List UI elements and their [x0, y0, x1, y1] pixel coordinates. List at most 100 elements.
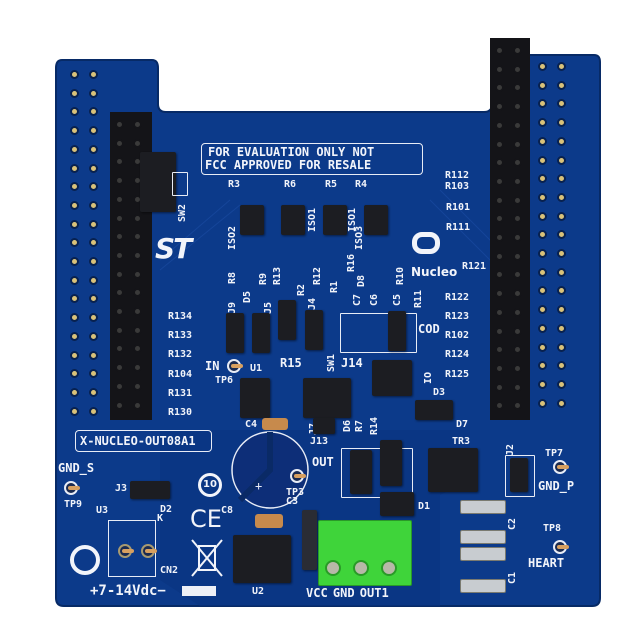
- u2-chip: [233, 535, 291, 583]
- header-pin: [70, 144, 79, 154]
- header-pin: [557, 62, 566, 71]
- header-pin: [89, 387, 98, 397]
- label-r121: R121: [462, 261, 487, 272]
- header-pin: [89, 238, 98, 248]
- header-pin: [557, 286, 566, 296]
- output-terminal-block[interactable]: [318, 520, 412, 586]
- label-r14: R14: [369, 416, 380, 435]
- jumper-j13-b[interactable]: [380, 440, 402, 486]
- label-iso2: ISO2: [227, 225, 238, 250]
- header-pin: [538, 62, 547, 71]
- header-socket: [115, 381, 124, 391]
- label-d3: D3: [433, 387, 446, 398]
- header-socket: [133, 400, 142, 410]
- jumper-j3-top[interactable]: [278, 300, 296, 340]
- header-socket: [495, 195, 504, 205]
- header-socket: [115, 232, 124, 242]
- header-pin: [89, 294, 98, 304]
- header-pin: [557, 305, 566, 315]
- label-r132: R132: [168, 349, 193, 360]
- header-socket: [513, 214, 522, 224]
- header-socket: [495, 326, 504, 336]
- sw1-switch[interactable]: [303, 378, 351, 418]
- rohs-10-icon: 10: [198, 473, 222, 497]
- header-pin: [89, 182, 98, 192]
- header-socket: [133, 120, 142, 129]
- label-r112: R112: [445, 170, 470, 181]
- terminal-screw-vcc[interactable]: [325, 560, 341, 576]
- header-socket: [115, 288, 124, 298]
- header-pin: [557, 211, 566, 221]
- terminal-screw-out1[interactable]: [381, 560, 397, 576]
- terminal-screw-gnd[interactable]: [353, 560, 369, 576]
- jumper-j14[interactable]: [388, 311, 406, 351]
- weee-bin-icon: [191, 539, 223, 577]
- header-socket: [513, 345, 522, 355]
- label-r2: R2: [296, 283, 307, 296]
- header-pin: [70, 294, 79, 304]
- header-socket: [115, 120, 124, 129]
- header-socket: [513, 158, 522, 168]
- header-pin: [89, 350, 98, 360]
- header-pin: [89, 219, 98, 229]
- header-socket: [115, 138, 124, 148]
- nucleo-logo-icon: [412, 232, 440, 254]
- jumper-j5[interactable]: [252, 313, 270, 353]
- jumper-j4[interactable]: [305, 310, 323, 350]
- header-pin: [70, 257, 79, 266]
- header-socket: [495, 382, 504, 392]
- jumper-j7[interactable]: [313, 418, 335, 434]
- header-socket: [115, 213, 124, 223]
- label-d8: D8: [356, 274, 367, 287]
- jumper-j13-a[interactable]: [350, 450, 372, 494]
- header-socket: [495, 401, 504, 411]
- c4-capacitor: [262, 418, 288, 430]
- label-r6: R6: [284, 179, 297, 190]
- header-pin: [557, 398, 566, 408]
- header-socket: [513, 307, 522, 317]
- ce-mark-icon: CE: [190, 505, 222, 533]
- header-socket: [513, 176, 522, 186]
- jumper-j9[interactable]: [226, 313, 244, 353]
- header-pin: [70, 70, 79, 79]
- nucleo-logo-text: Nucleo: [411, 265, 458, 279]
- header-pin: [70, 182, 79, 192]
- product-name: X-NUCLEO-OUT08A1: [80, 434, 196, 448]
- label-power-input: +7-14Vdc−: [90, 583, 166, 599]
- header-socket: [495, 214, 504, 224]
- header-pin: [70, 387, 79, 397]
- label-r123: R123: [445, 311, 470, 322]
- label-d7: D7: [456, 419, 469, 430]
- jumper-j3[interactable]: [130, 481, 170, 499]
- header-socket: [133, 232, 142, 242]
- d3-diode: [415, 400, 453, 420]
- label-r124: R124: [445, 349, 470, 360]
- svg-text:+: +: [255, 479, 262, 493]
- label-j13: J13: [310, 436, 329, 447]
- header-socket: [513, 46, 522, 55]
- label-r12: R12: [312, 266, 323, 285]
- header-pin: [557, 155, 566, 165]
- header-pin: [538, 379, 547, 389]
- header-pin: [538, 305, 547, 315]
- label-j4: J4: [307, 297, 318, 310]
- header-socket: [115, 157, 124, 167]
- label-r134: R134: [168, 311, 193, 322]
- recycling-e-icon: [70, 545, 100, 575]
- sw2-switch: [140, 152, 176, 212]
- label-r133: R133: [168, 330, 193, 341]
- label-terminal: VCC GND OUT1: [306, 586, 389, 600]
- header-pin: [557, 342, 566, 352]
- label-tp7: TP7: [545, 448, 564, 459]
- header-socket: [495, 176, 504, 186]
- header-socket: [513, 83, 522, 93]
- header-pin: [538, 361, 547, 371]
- label-c6: C6: [369, 293, 380, 306]
- jumper-j2[interactable]: [510, 458, 528, 492]
- header-pin: [538, 155, 547, 165]
- header-pin: [538, 192, 547, 202]
- header-pin: [89, 275, 98, 285]
- header-pin: [538, 174, 547, 184]
- fuse: [302, 510, 317, 570]
